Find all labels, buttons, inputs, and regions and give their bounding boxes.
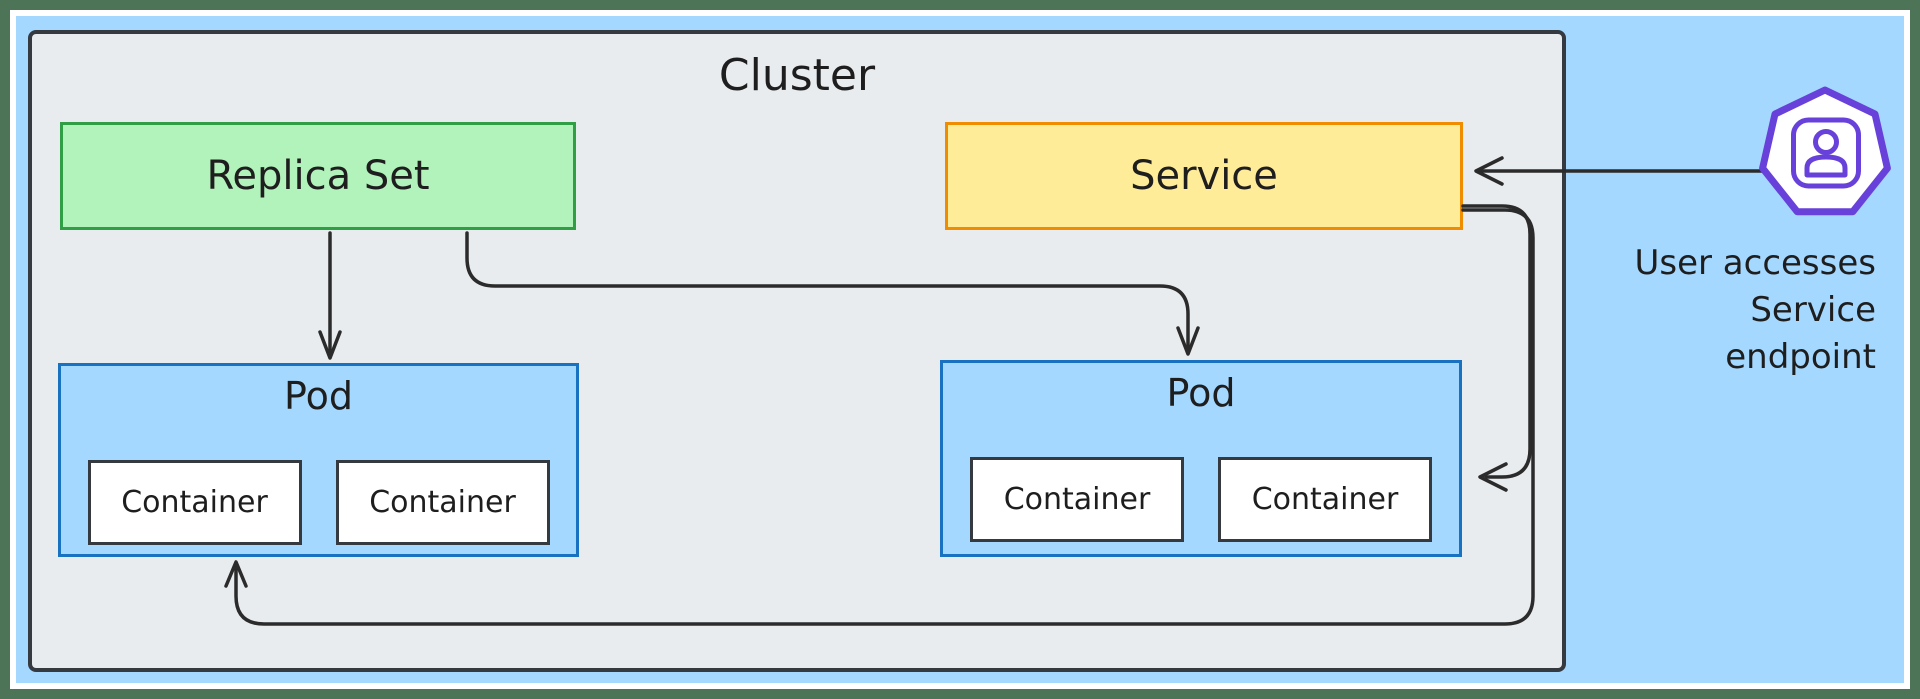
container-label: Container [1251, 482, 1399, 517]
annotation-text: User accesses Service endpoint [1634, 243, 1876, 377]
pod-left-node: Pod Container Container [58, 363, 579, 557]
replica-set-label: Replica Set [206, 153, 430, 199]
container-box: Container [970, 457, 1184, 542]
container-box: Container [87, 460, 302, 545]
container-box: Container [335, 460, 550, 545]
pod-right-label: Pod [1166, 371, 1236, 415]
container-label: Container [1003, 482, 1151, 517]
container-label: Container [369, 485, 516, 520]
service-label: Service [1130, 153, 1278, 199]
pod-left-containers: Container Container [61, 460, 576, 545]
service-node: Service [945, 122, 1463, 230]
cluster-label: Cluster [718, 50, 876, 101]
container-box: Container [1218, 457, 1432, 542]
container-label: Container [121, 485, 268, 520]
pod-right-node: Pod Container Container [940, 360, 1462, 557]
pod-left-label: Pod [284, 374, 353, 418]
replica-set-node: Replica Set [60, 122, 576, 230]
pod-right-containers: Container Container [943, 457, 1459, 542]
